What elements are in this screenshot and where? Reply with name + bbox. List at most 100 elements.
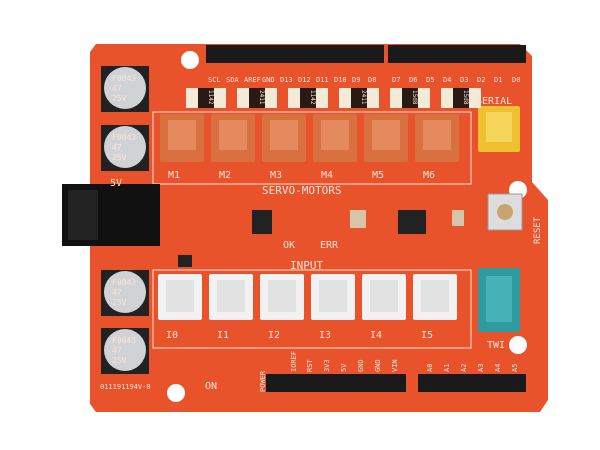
capacitor-code: F0043 — [112, 278, 136, 287]
resistor-array: 2411 — [339, 88, 379, 108]
resistor-code: 2411 — [258, 90, 265, 105]
resistor-code: 15d8 — [411, 90, 418, 105]
pin-label-scl: SCL — [208, 76, 221, 84]
input-port-i5[interactable]: I5 — [413, 274, 457, 341]
input-port-label: I1 — [217, 330, 229, 341]
err-led-label: ERR — [320, 240, 339, 251]
servo-port-m6[interactable]: M6 — [415, 114, 459, 181]
pin-label-a3: A3 — [477, 364, 485, 372]
servo-port-label: M5 — [372, 170, 384, 181]
bottom-header-analog — [418, 374, 526, 392]
pin-label-d11: D11 — [316, 76, 329, 84]
input-port-i1[interactable]: I1 — [209, 274, 253, 341]
pin-label-sda: SDA — [226, 76, 239, 84]
capacitor-voltage: 25V — [112, 153, 127, 162]
top-header-2 — [388, 45, 526, 63]
pin-label-d1: D1 — [494, 76, 502, 84]
servo-port-label: M4 — [321, 170, 333, 181]
capacitor-voltage: 25V — [112, 298, 127, 307]
input-port-i3[interactable]: I3 — [311, 274, 355, 341]
pin-label-a4: A4 — [494, 364, 502, 372]
ok-led-label: OK — [283, 240, 295, 251]
pin-label-d2: D2 — [477, 76, 485, 84]
serial-connector[interactable] — [478, 106, 520, 152]
resistor-array: 15d8 — [441, 88, 481, 108]
input-port-i4[interactable]: I4 — [362, 274, 406, 341]
servo-port-m5[interactable]: M5 — [364, 114, 408, 181]
resistor-array: 1142 — [186, 88, 226, 108]
serial-label: SERIAL — [476, 96, 512, 107]
reset-button[interactable] — [487, 193, 523, 231]
pin-label-gnd: GND — [374, 359, 382, 372]
jack-voltage-label: 5V — [110, 178, 122, 189]
pin-label-rst: RST — [306, 359, 314, 372]
top-header-1 — [206, 45, 384, 63]
servo-port-m2[interactable]: M2 — [211, 114, 255, 181]
resistor-code: 2411 — [360, 90, 367, 105]
servo-port-m4[interactable]: M4 — [313, 114, 357, 181]
servo-port-label: M3 — [270, 170, 282, 181]
pin-label-d8: D8 — [368, 76, 376, 84]
input-port-label: I3 — [319, 330, 331, 341]
servo-port-label: M1 — [168, 170, 180, 181]
certification-text: 011191194V-0 — [100, 383, 151, 391]
servo-port-label: M2 — [219, 170, 231, 181]
input-port-i2[interactable]: I2 — [260, 274, 304, 341]
pin-label-vin: VIN — [391, 359, 399, 372]
input-port-label: I4 — [370, 330, 382, 341]
capacitor-code: F0043 — [112, 336, 136, 345]
input-port-label: I0 — [166, 330, 178, 341]
pin-label-d10: D10 — [334, 76, 347, 84]
chips — [178, 210, 464, 267]
pin-label-d9: D9 — [352, 76, 360, 84]
twi-label: TWI — [487, 340, 505, 351]
capacitor-voltage: 25V — [112, 94, 127, 103]
pin-label-ioref: IOREF — [290, 351, 298, 372]
pin-label-power: POWER — [259, 370, 267, 392]
twi-connector[interactable] — [478, 268, 520, 332]
pin-label-a0: A0 — [426, 364, 434, 372]
pin-label-d6: D6 — [409, 76, 417, 84]
resistor-array: 15d8 — [390, 88, 430, 108]
pin-label-aref: AREF — [244, 76, 261, 84]
servo-port-label: M6 — [423, 170, 435, 181]
resistor-array: 1142 — [288, 88, 328, 108]
pin-label-gnd: GND — [357, 359, 365, 372]
capacitor-code: F0043 — [112, 74, 136, 83]
pin-label-d13: D13 — [280, 76, 293, 84]
servo-outline — [152, 111, 472, 185]
pin-label-d0: D0 — [512, 76, 520, 84]
pin-label-d4: D4 — [443, 76, 451, 84]
pin-label-d12: D12 — [298, 76, 311, 84]
pin-label-d3: D3 — [460, 76, 468, 84]
dc-jack — [62, 184, 160, 246]
input-label: INPUT — [290, 259, 323, 272]
resistor-code: 1142 — [207, 90, 214, 105]
capacitor-voltage: 25V — [112, 356, 127, 365]
servo-motors-label: SERVO-MOTORS — [262, 184, 341, 197]
resistor-code: 15d8 — [462, 90, 469, 105]
input-port-label: I2 — [268, 330, 280, 341]
capacitor-value: 47 — [112, 288, 122, 297]
pin-label-5v: 5V — [340, 363, 348, 372]
resistor-code: 1142 — [309, 90, 316, 105]
pin-label-gnd: GND — [262, 76, 275, 84]
servo-port-m3[interactable]: M3 — [262, 114, 306, 181]
capacitor-value: 47 — [112, 143, 122, 152]
power-led-label: ON — [205, 381, 217, 392]
servo-port-m1[interactable]: M1 — [160, 114, 204, 181]
pin-label-a5: A5 — [511, 364, 519, 372]
resistor-array: 2411 — [237, 88, 277, 108]
capacitor-code: F0043 — [112, 133, 136, 142]
pin-label-a2: A2 — [460, 364, 468, 372]
pin-label-d7: D7 — [392, 76, 400, 84]
bottom-header-power — [266, 374, 406, 392]
input-outline — [152, 269, 472, 349]
input-port-i0[interactable]: I0 — [158, 274, 202, 341]
pin-label-a1: A1 — [443, 364, 451, 372]
capacitor-value: 47 — [112, 84, 122, 93]
